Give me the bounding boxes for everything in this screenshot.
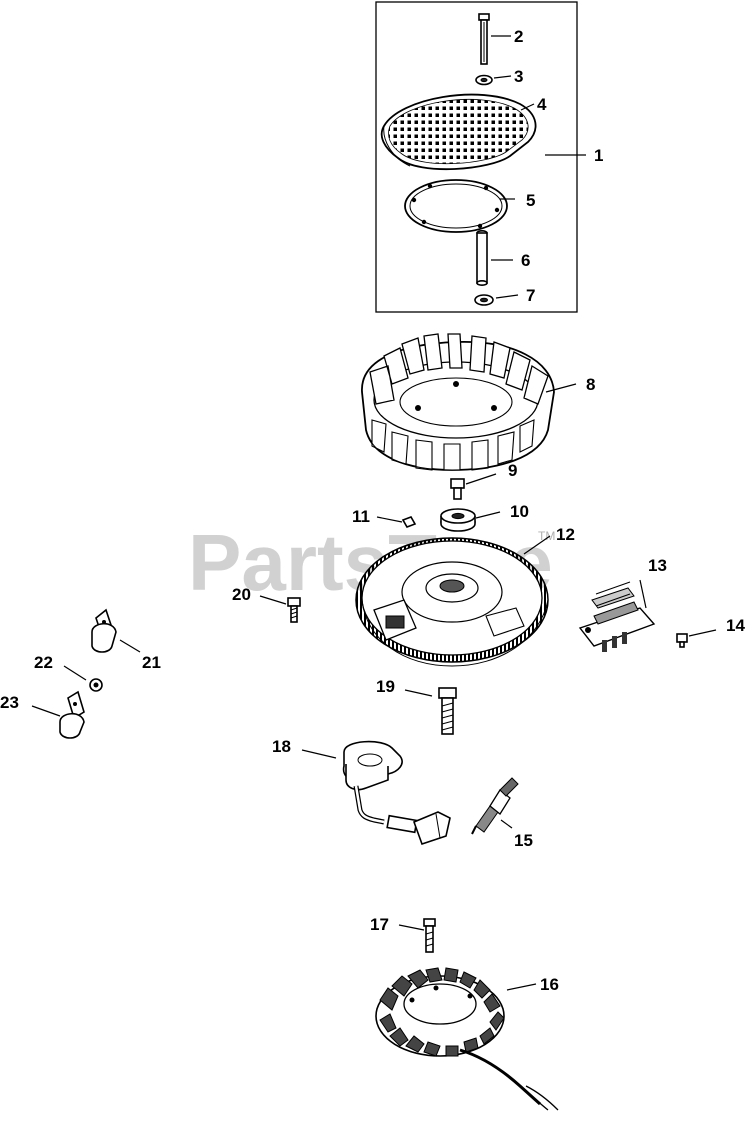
callout-21: 21 [142, 653, 161, 672]
callout-11: 11 [352, 507, 370, 526]
callout-7: 7 [526, 286, 535, 305]
part-15-spark-plug [471, 777, 519, 835]
part-3-washer [475, 74, 493, 86]
callout-1: 1 [594, 146, 603, 165]
callout-15: 15 [514, 831, 533, 850]
part-6-pin [476, 230, 488, 286]
callout-22: 22 [34, 653, 53, 672]
part-12-flywheel [355, 537, 549, 667]
callout-16: 16 [540, 975, 559, 994]
callout-13: 13 [648, 556, 667, 575]
callout-10: 10 [510, 502, 529, 521]
part-17-bolt [423, 918, 436, 953]
leader-lines [31, 35, 717, 991]
callout-12: 12 [556, 525, 575, 544]
part-16-stator [375, 967, 559, 1111]
part-10-spacer [440, 508, 476, 532]
callout-17: 17 [370, 915, 389, 934]
part-18-ignition-module [342, 740, 451, 846]
part-21-clamp [91, 608, 117, 653]
part-20-screw [287, 597, 301, 623]
part-14-screw [676, 633, 688, 648]
part-11-key [401, 516, 417, 528]
part-2-bolt [478, 13, 490, 65]
callout-23: 23 [0, 693, 19, 712]
part-4-screen [380, 93, 537, 171]
part-9-screw [450, 478, 465, 500]
part-13-regulator [578, 581, 656, 652]
part-23-clamp [59, 690, 85, 739]
callout-14: 14 [726, 616, 745, 635]
callout-4: 4 [537, 95, 547, 114]
callout-18: 18 [272, 737, 291, 756]
part-22-nut [89, 678, 103, 692]
callout-3: 3 [514, 67, 523, 86]
callout-19: 19 [376, 677, 395, 696]
callout-9: 9 [508, 461, 517, 480]
kit-box [375, 1, 578, 313]
callout-6: 6 [521, 251, 530, 270]
watermark-tm: TM [538, 529, 555, 543]
part-5-gasket [404, 179, 508, 233]
part-7-washer [474, 294, 494, 306]
callout-20: 20 [232, 585, 251, 604]
callout-5: 5 [526, 191, 535, 210]
callout-2: 2 [514, 27, 523, 46]
part-19-bolt [438, 687, 457, 735]
callout-8: 8 [586, 375, 595, 394]
part-8-fan [361, 333, 555, 471]
callout-labels: 2 3 4 1 5 6 7 8 9 10 11 12 13 14 15 16 1… [0, 27, 745, 994]
